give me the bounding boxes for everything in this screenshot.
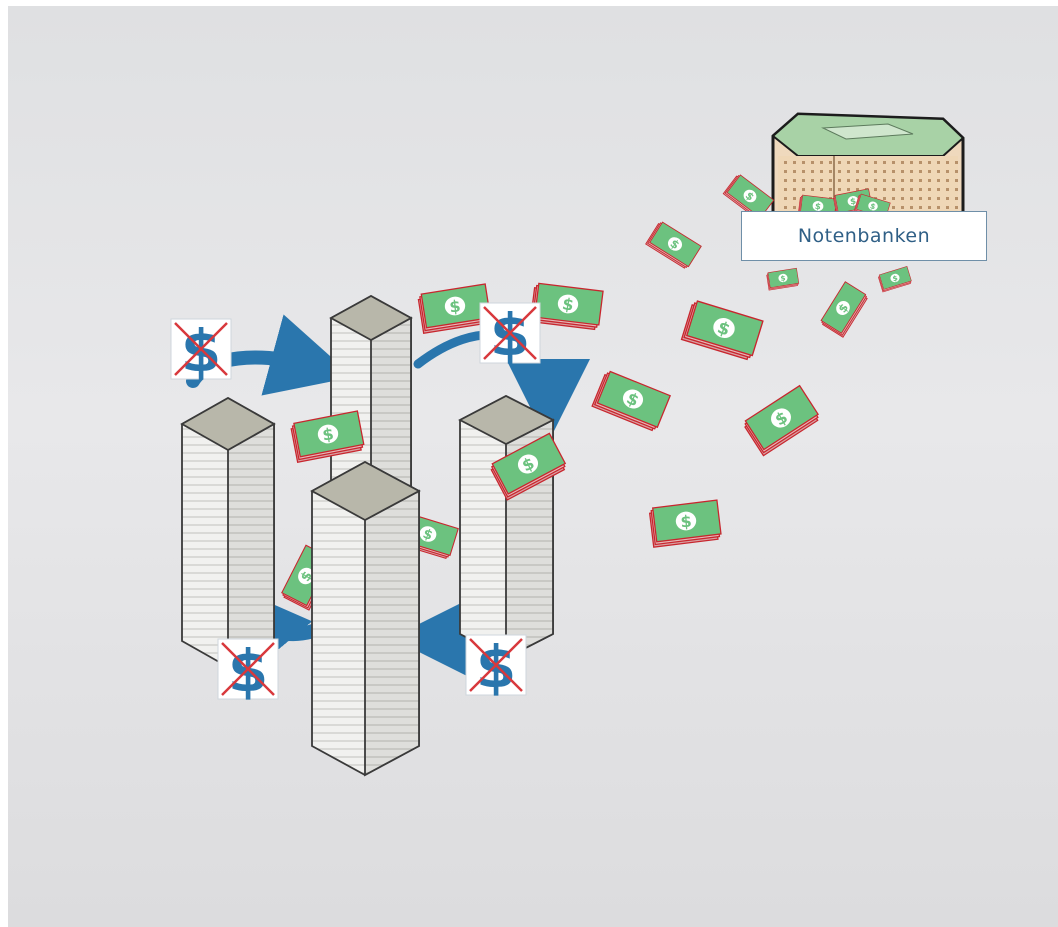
crossed-dollar-icon bbox=[218, 637, 278, 705]
skyscraper-icon bbox=[460, 396, 553, 658]
central-banks-label: Notenbanken bbox=[741, 211, 987, 261]
skyscraper-icon bbox=[182, 398, 274, 667]
skyscraper-icon bbox=[312, 462, 419, 775]
crossed-dollar-icon bbox=[171, 317, 231, 385]
crossed-dollar-icon bbox=[466, 633, 526, 701]
crossed-dollar-icon bbox=[480, 301, 540, 369]
diagram-canvas: $ $ bbox=[8, 6, 1058, 927]
money-flow-illustration: $ $ bbox=[8, 6, 1058, 927]
central-banks-label-text: Notenbanken bbox=[798, 225, 930, 247]
